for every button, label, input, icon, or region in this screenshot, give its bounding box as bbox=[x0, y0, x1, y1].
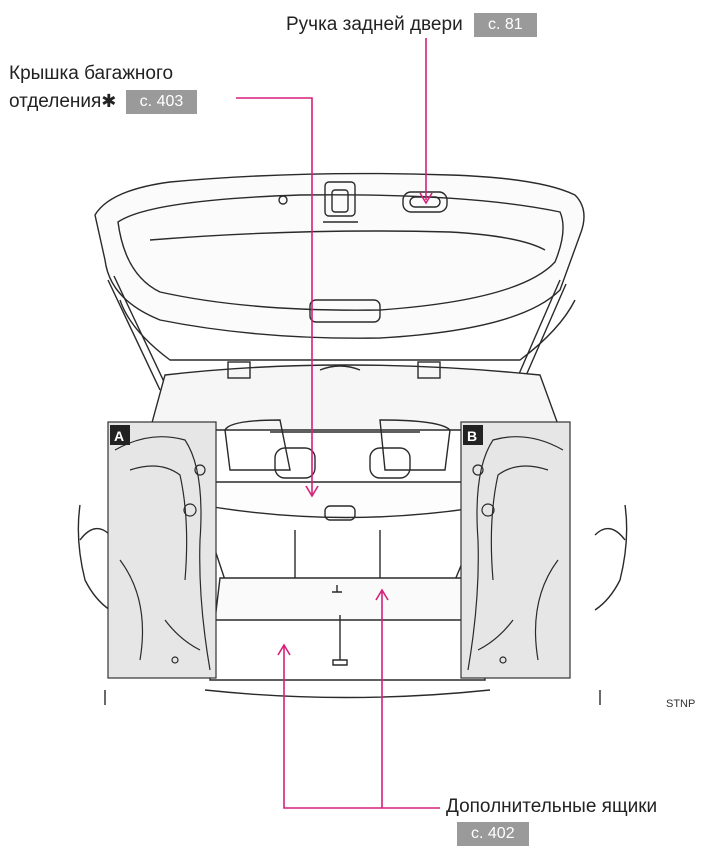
page-ref-tailgate-handle[interactable]: с. 81 bbox=[473, 13, 537, 37]
callout-tailgate-handle-label: Ручка задней двери bbox=[286, 14, 463, 35]
inset-a: A bbox=[107, 421, 217, 679]
callout-line-under-floor-boxes bbox=[283, 590, 440, 809]
callout-tonneau-cover-label: отделения bbox=[9, 91, 102, 112]
callout-line-tonneau-cover bbox=[236, 97, 313, 495]
asterisk-icon: ✱ bbox=[101, 91, 117, 112]
page-ref-tonneau-cover[interactable]: с. 403 bbox=[125, 90, 198, 114]
inset-b-tag: B bbox=[467, 428, 477, 444]
callout-tonneau-cover-line1: Крышка багажного bbox=[9, 63, 174, 84]
inset-b: B bbox=[460, 421, 571, 679]
callout-under-floor-boxes: с. 402 bbox=[457, 822, 529, 846]
page-ref-under-floor-boxes[interactable]: с. 402 bbox=[457, 822, 529, 846]
callout-tailgate-handle: Ручка задней двери с. 81 bbox=[286, 13, 537, 37]
callout-under-floor-boxes-label: Дополнительные ящики bbox=[446, 796, 658, 817]
inset-a-tag: A bbox=[114, 428, 124, 444]
image-code: STNP bbox=[666, 698, 696, 710]
callout-tonneau-cover: отделения✱ с. 403 bbox=[9, 90, 198, 114]
